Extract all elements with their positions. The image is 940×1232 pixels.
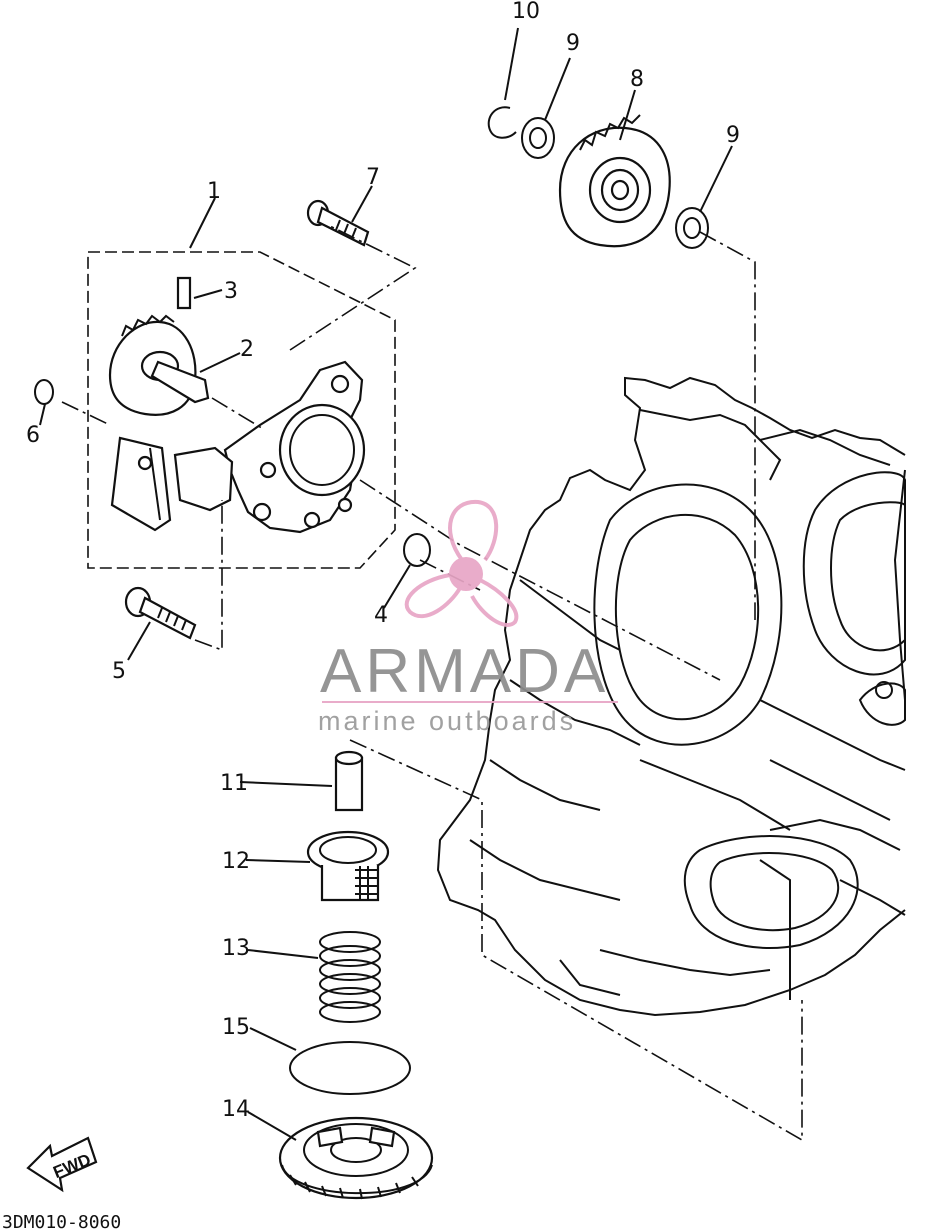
spring-13 <box>319 931 381 1023</box>
oil-pump-assembly <box>110 360 366 534</box>
washer-upper <box>521 117 555 159</box>
driven-gear <box>558 114 671 248</box>
callout-4: 4 <box>374 603 388 628</box>
bolt-upper <box>306 199 370 247</box>
callout-13: 13 <box>222 936 250 961</box>
drawing-code: 3DM010-8060 <box>2 1212 121 1232</box>
assembly-lines <box>61 225 803 1142</box>
callout-11: 11 <box>220 771 248 796</box>
callout-3: 3 <box>224 279 238 304</box>
pipe-11 <box>334 750 364 812</box>
strainer-12 <box>306 830 390 902</box>
callout-7: 7 <box>366 165 380 190</box>
watermark-brand: ARMADA <box>320 637 609 706</box>
callout-6: 6 <box>26 423 40 448</box>
callout-8: 8 <box>630 67 644 92</box>
washer-right <box>675 207 709 249</box>
propeller-logo-icon <box>404 499 519 627</box>
callout-5: 5 <box>112 659 126 684</box>
bolt-lower <box>124 586 197 640</box>
callout-1: 1 <box>207 179 221 204</box>
o-ring-15 <box>289 1041 411 1095</box>
leader-lines <box>39 27 733 1141</box>
drive-gear <box>108 314 210 416</box>
callout-15: 15 <box>222 1015 250 1040</box>
callout-12: 12 <box>222 849 250 874</box>
circlip <box>487 106 517 139</box>
callout-numbers: 1 2 3 4 5 6 7 8 9 9 10 11 12 13 15 14 <box>26 0 740 1122</box>
watermark-tagline: marine outboards <box>318 706 576 736</box>
fwd-arrow-icon: FWD <box>26 1136 98 1193</box>
assembly-boundary <box>87 197 396 569</box>
callout-14: 14 <box>222 1097 250 1122</box>
callout-2: 2 <box>240 337 254 362</box>
callout-9-right: 9 <box>726 123 740 148</box>
callout-9-upper: 9 <box>566 31 580 56</box>
crankcase-drawing <box>436 376 906 1017</box>
dowel-pin <box>176 276 192 310</box>
armada-watermark: ARMADA marine outboards <box>318 499 618 736</box>
callout-10: 10 <box>512 0 540 24</box>
drain-plug-14 <box>278 1116 434 1200</box>
